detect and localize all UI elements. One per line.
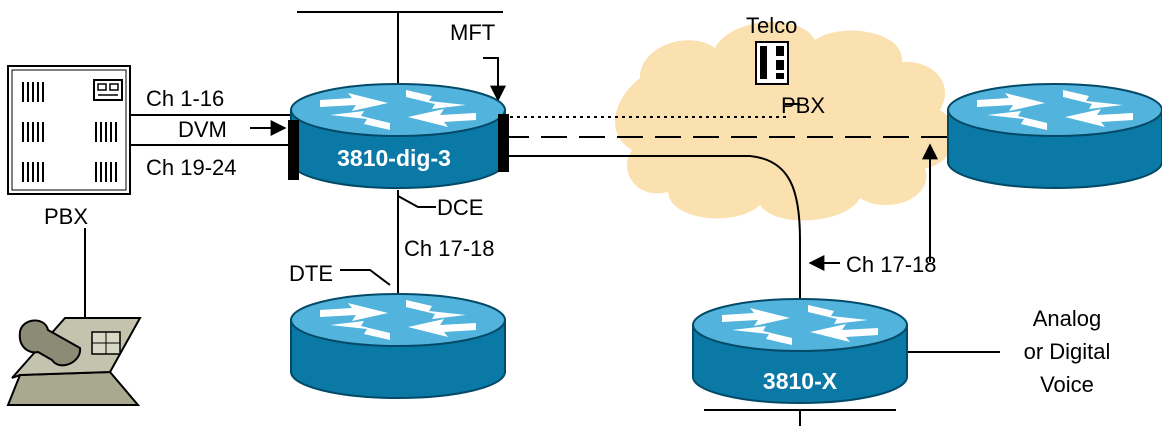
router-icon [947,83,1162,189]
pbx-icon[interactable] [7,65,131,195]
router-lower-left[interactable] [290,293,506,399]
label-telco: Telco [746,13,797,38]
label-analog-line3: Voice [1040,372,1094,397]
label-ch-17-18-right: Ch 17-18 [846,252,937,277]
labels: Ch 1-16 DVM Ch 19-24 PBX MFT Telco PBX D… [44,13,1110,397]
label-dte: DTE [289,261,333,286]
label-analog-line1: Analog [1033,306,1102,331]
label-analog-line2: or Digital [1024,339,1111,364]
label-pbx-left: PBX [44,204,88,229]
label-pbx-cloud: PBX [781,93,825,118]
connections [84,11,1000,426]
router-main-label: 3810-dig-3 [337,145,451,171]
label-mft: MFT [450,20,495,45]
router-icon [290,83,506,189]
telephone-icon[interactable] [6,317,142,406]
label-ch-1-16: Ch 1-16 [146,86,224,111]
router-main[interactable]: 3810-dig-3 [288,83,509,189]
label-dvm: DVM [178,117,227,142]
router-remote[interactable]: 3810-X [692,298,908,404]
label-ch-17-18-mid: Ch 17-18 [404,236,495,261]
router-right[interactable] [947,83,1162,189]
router-remote-label: 3810-X [763,368,838,394]
telco-switch-icon [755,41,789,85]
telco-cloud [614,21,955,221]
router-icon [290,293,506,399]
label-ch-19-24: Ch 19-24 [146,155,237,180]
label-dce: DCE [437,195,483,220]
